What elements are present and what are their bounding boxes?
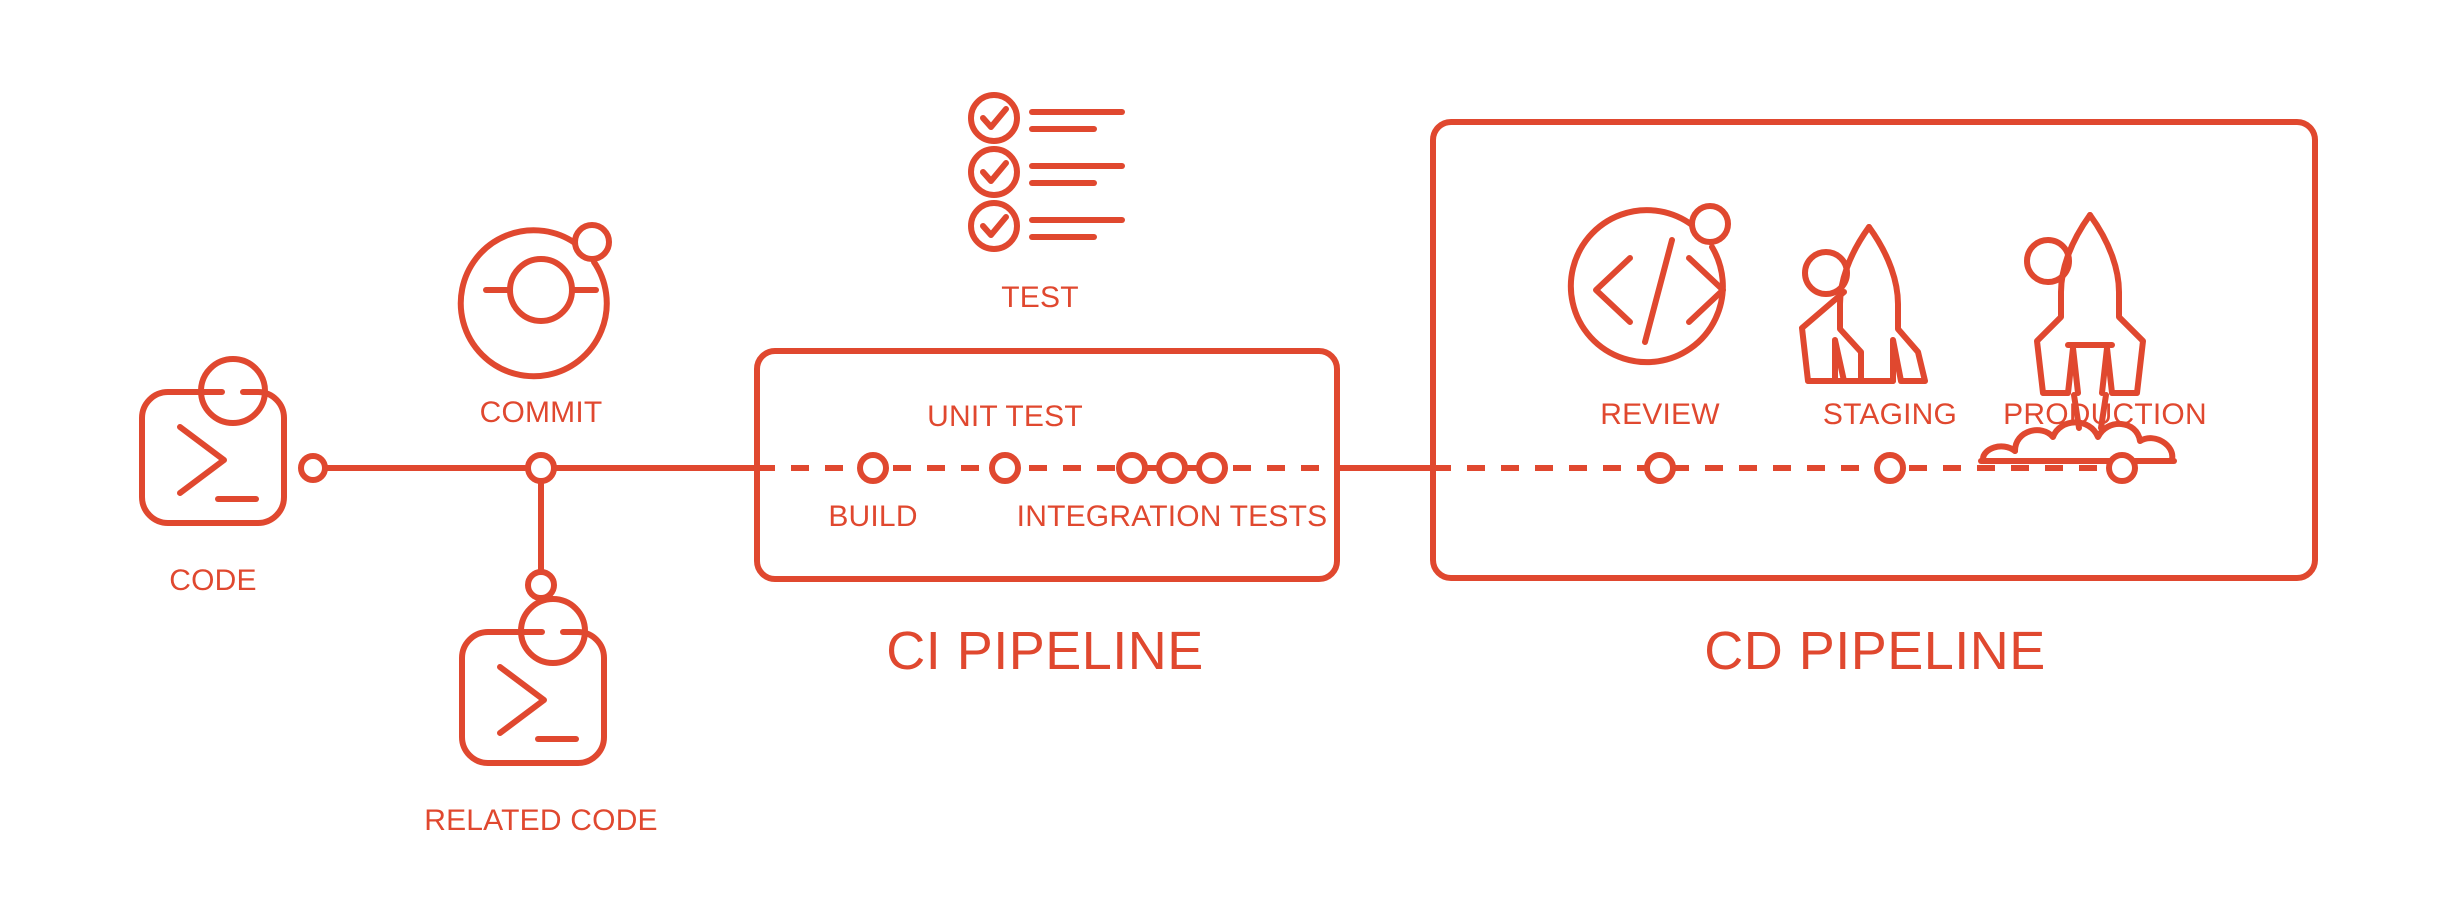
node-unit-test: [989, 452, 1021, 484]
node-production: [2106, 452, 2138, 484]
test-label: TEST: [1001, 281, 1079, 314]
cd-pipeline-box: [1430, 119, 2318, 581]
cd-pipeline-title: CD PIPELINE: [1704, 621, 2046, 681]
node-review: [1644, 452, 1676, 484]
node-start: [298, 453, 328, 483]
node-integration-test-3: [1196, 452, 1228, 484]
node-related-code: [525, 569, 557, 601]
node-integration-test-1: [1116, 452, 1148, 484]
ci-pipeline-title: CI PIPELINE: [886, 621, 1204, 681]
cd-stage-label-production: PRODUCTION: [2003, 398, 2207, 431]
related-code-terminal-icon: [459, 596, 607, 766]
cd-stage-label-review: REVIEW: [1600, 398, 1720, 431]
ci-stage-label-integration-tests: INTEGRATION TESTS: [1016, 500, 1328, 533]
ci-stage-label-build: BUILD: [828, 500, 918, 533]
related-code-label: RELATED CODE: [424, 804, 658, 837]
cd-stage-label-staging: STAGING: [1822, 398, 1958, 431]
code-label: CODE: [169, 564, 257, 597]
node-commit-junction: [525, 452, 557, 484]
code-terminal-icon: [139, 356, 287, 526]
node-staging: [1874, 452, 1906, 484]
test-checklist-icon: [968, 92, 1125, 252]
code-review-icon: [1567, 203, 1731, 366]
ci-stage-label-unit-test: UNIT TEST: [927, 400, 1083, 433]
commit-label: COMMIT: [479, 396, 603, 429]
node-integration-test-2: [1156, 452, 1188, 484]
staging-rocket-icon: [1799, 224, 1928, 384]
production-rocket-launch-icon: [1978, 212, 2177, 464]
commit-orbit-icon: [457, 222, 612, 380]
node-build: [857, 452, 889, 484]
